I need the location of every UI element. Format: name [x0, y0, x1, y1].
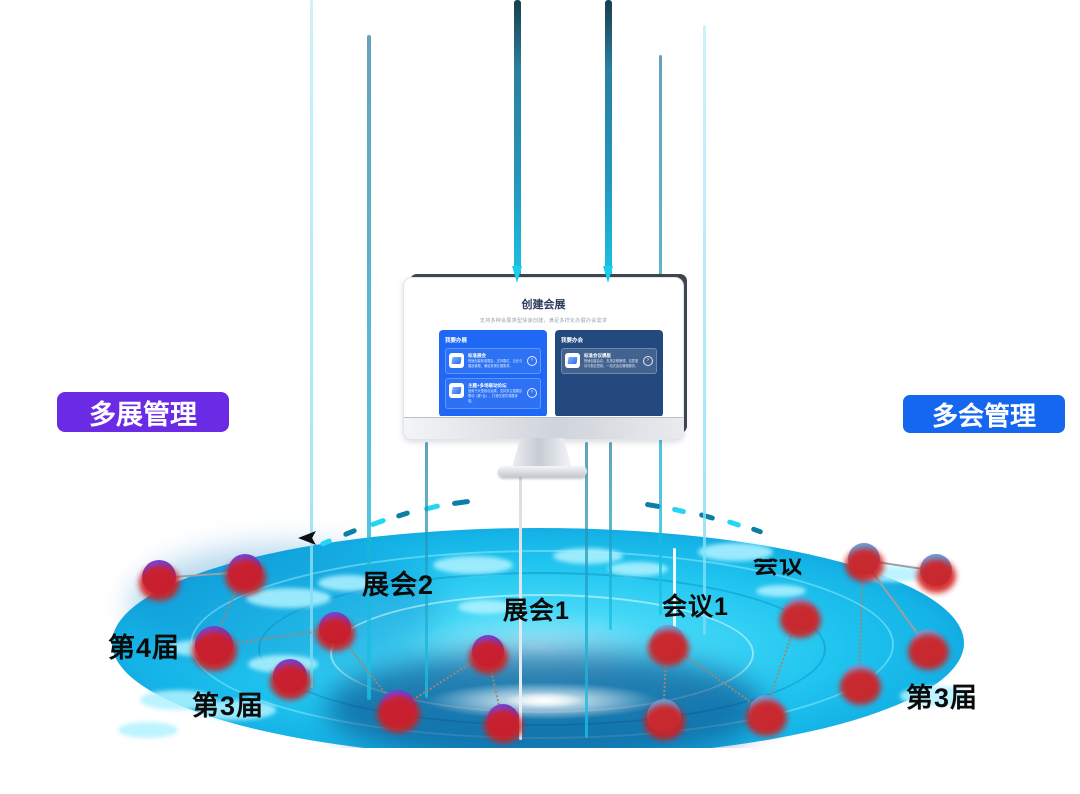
- conference-node: [647, 699, 681, 733]
- light-beam: [673, 548, 676, 640]
- conference-card-standard[interactable]: 标准会议模板 快速创建会议，支持议程管理、嘉宾邀请与报名签到，一站式会议管理服务…: [561, 348, 657, 374]
- exhibition-node: [472, 635, 504, 667]
- light-beam: [425, 442, 428, 698]
- card-doc-icon: [565, 353, 580, 368]
- conference-node: [920, 554, 952, 586]
- conference-node: [651, 625, 685, 659]
- cloud-puff: [608, 562, 668, 576]
- panel-conference-header: 我要办会: [561, 338, 584, 344]
- light-beam: [367, 35, 371, 700]
- card-texts: 主题+多场联动论坛 适用于大型综合会展，支持多主题展区联动（展+会），打造沉浸式…: [468, 383, 523, 404]
- cloud-puff: [458, 600, 513, 614]
- label-session-3-left: 第3届: [192, 691, 265, 721]
- card-desc: 适用于大型综合会展，支持多主题展区联动（展+会），打造沉浸式观展体验。: [468, 389, 523, 403]
- conference-node: [749, 695, 783, 729]
- label-session-3-right: 第3届: [906, 683, 979, 713]
- disc-glow-core: [505, 692, 585, 708]
- cloud-puff: [553, 548, 623, 564]
- exhibition-node: [380, 690, 416, 726]
- arrow-right-icon[interactable]: ›: [527, 388, 537, 399]
- arrow-right-icon[interactable]: ›: [643, 355, 653, 366]
- conference-node: [911, 629, 945, 663]
- exhibition-card-combined[interactable]: 主题+多场联动论坛 适用于大型综合会展，支持多主题展区联动（展+会），打造沉浸式…: [445, 377, 541, 409]
- screen-page-subtitle: 支持多种会展类型快速创建，满足多样化办展办会需求: [479, 318, 608, 324]
- exhibition-node: [487, 704, 519, 736]
- conference-node: [783, 597, 817, 631]
- exhibition-card-standard[interactable]: 标准展会 快速创建标准展会，支持展位、企业与展品管理，满足常规办展需求。 ›: [445, 348, 541, 374]
- light-beam: [605, 0, 612, 277]
- light-beam: [585, 442, 588, 738]
- cloud-puff: [118, 722, 178, 738]
- panel-conference: 我要办会 标准会议模板 快速创建会议，支持议程管理、嘉宾邀请与报名签到，一站式会…: [555, 330, 663, 416]
- light-beam: [514, 0, 521, 278]
- screen-panels: 我要办展 标准展会 快速创建标准展会，支持展位、企业与展品管理，满足常规办展需求…: [439, 330, 663, 416]
- conference-node: [843, 664, 877, 698]
- card-desc: 快速创建会议，支持议程管理、嘉宾邀请与报名签到，一站式会议管理服务。: [584, 359, 639, 369]
- card-doc-icon: [449, 353, 464, 368]
- platform-disc: [0, 490, 1080, 748]
- cloud-puff: [756, 585, 806, 597]
- badge-multi-exhibition: 多展管理: [57, 392, 229, 432]
- label-conference-1: 会议1: [662, 593, 729, 621]
- label-session-4: 第4届: [108, 633, 181, 663]
- card-texts: 标准展会 快速创建标准展会，支持展位、企业与展品管理，满足常规办展需求。: [468, 353, 523, 369]
- cloud-puff: [900, 686, 970, 706]
- exhibition-node: [195, 626, 233, 664]
- light-beam: [310, 0, 313, 688]
- monitor-stand-base: [498, 466, 587, 477]
- cloud-puff: [246, 588, 331, 608]
- label-exhibition-2: 展会2: [362, 570, 435, 600]
- badge-multi-conference: 多会管理: [903, 395, 1065, 433]
- cloud-puff: [433, 556, 513, 574]
- card-doc-icon: [449, 382, 464, 398]
- label-conference-2: 会议2: [753, 551, 820, 579]
- label-exhibition-1: 展会1: [503, 597, 570, 625]
- light-beam: [609, 442, 612, 630]
- exhibition-node: [142, 560, 176, 594]
- exhibition-node: [319, 612, 351, 644]
- monitor-screen: 创建会展 支持多种会展类型快速创建，满足多样化办展办会需求 我要办展 标准展会 …: [407, 281, 680, 416]
- exhibition-node: [228, 554, 262, 588]
- arrow-right-icon[interactable]: ›: [527, 355, 537, 366]
- light-beam: [703, 25, 706, 635]
- cloud-puff: [318, 575, 378, 591]
- light-beam: [519, 470, 522, 740]
- card-title: 标准展会: [468, 353, 486, 358]
- panel-exhibition: 我要办展 标准展会 快速创建标准展会，支持展位、企业与展品管理，满足常规办展需求…: [439, 330, 547, 416]
- cloud-puff: [140, 690, 215, 710]
- card-title: 主题+多场联动论坛: [468, 382, 507, 388]
- exhibition-node: [273, 659, 307, 693]
- card-title: 标准会议模板: [584, 353, 611, 358]
- screen-page-title: 创建会展: [521, 299, 566, 311]
- card-desc: 快速创建标准展会，支持展位、企业与展品管理，满足常规办展需求。: [468, 359, 523, 369]
- monitor-chin: [404, 417, 683, 439]
- monitor-stand-neck: [512, 438, 572, 468]
- beam-tip: [603, 266, 613, 283]
- conference-node: [848, 543, 880, 575]
- panel-exhibition-header: 我要办展: [445, 338, 468, 344]
- monitor: 创建会展 支持多种会展类型快速创建，满足多样化办展办会需求 我要办展 标准展会 …: [403, 277, 684, 440]
- card-texts: 标准会议模板 快速创建会议，支持议程管理、嘉宾邀请与报名签到，一站式会议管理服务…: [584, 353, 639, 369]
- cloud-puff: [196, 700, 276, 720]
- beam-tip: [512, 266, 522, 283]
- cloud-puff: [698, 543, 773, 561]
